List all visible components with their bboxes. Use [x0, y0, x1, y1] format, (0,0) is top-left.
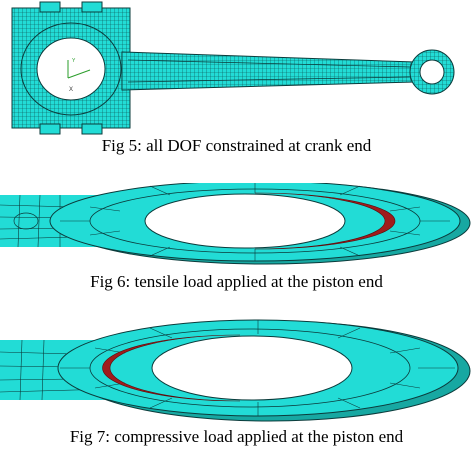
- fig7-compressive-load-image: [0, 319, 471, 422]
- fig5-rod-mesh-image: Y X: [11, 1, 455, 135]
- fig5-caption: Fig 5: all DOF constrained at crank end: [101, 136, 372, 155]
- svg-text:X: X: [69, 87, 73, 93]
- svg-text:Y: Y: [72, 58, 76, 64]
- fig7-caption: Fig 7: compressive load applied at the p…: [69, 427, 404, 446]
- fig6-tensile-load-image: [0, 183, 471, 265]
- fig6-caption: Fig 6: tensile load applied at the pisto…: [90, 272, 383, 291]
